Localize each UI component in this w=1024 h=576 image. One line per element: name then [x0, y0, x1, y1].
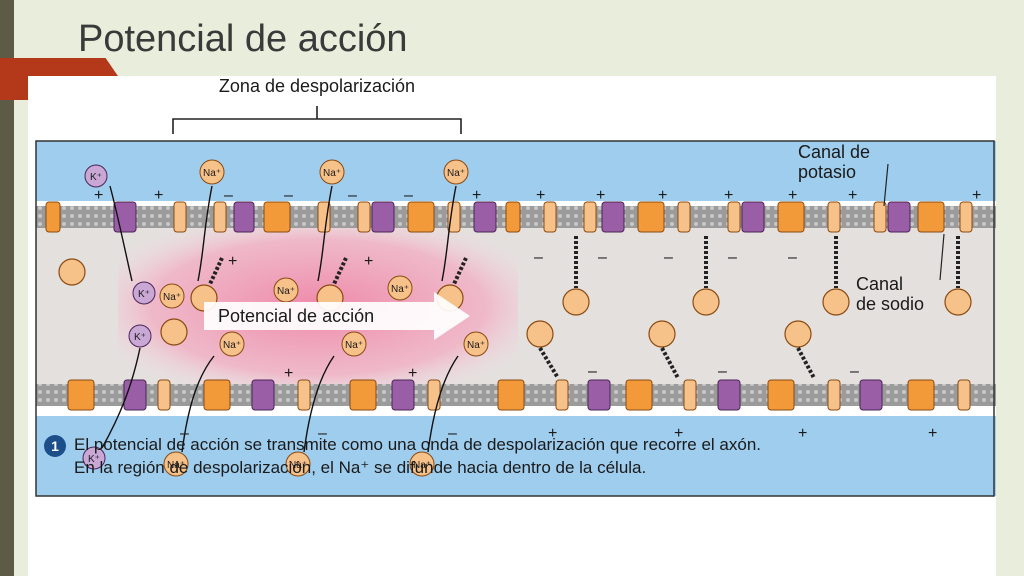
slide-left-bar — [0, 0, 14, 576]
diagram-frame — [35, 140, 995, 497]
charge-top-5: – — [348, 187, 357, 204]
ion-k-3: K⁺ — [134, 332, 146, 343]
zone-label: Zona de despolarización — [219, 76, 415, 96]
charge-in-5: – — [788, 249, 797, 266]
charge-top-7: + — [472, 187, 481, 204]
caption-text-1: El potencial de acción se transmite como… — [74, 435, 762, 454]
ion-k-2: K⁺ — [138, 289, 150, 300]
charge-top-2: + — [154, 187, 163, 204]
charge-top-4: – — [284, 187, 293, 204]
channels-top — [45, 201, 973, 233]
charge-in-3: – — [664, 249, 673, 266]
ion-na-11: Na⁺ — [289, 460, 307, 471]
ion-na-7: Na⁺ — [223, 340, 241, 351]
charge-top-9: + — [596, 187, 605, 204]
charge-top-8: + — [536, 187, 545, 204]
potassium-channel-label-line2: potasio — [798, 162, 856, 182]
charge-in-1: – — [534, 249, 543, 266]
charge-top-12: + — [788, 187, 797, 204]
ion-na-6: Na⁺ — [391, 284, 409, 295]
charge-in-12: + — [408, 365, 417, 382]
charge-bottom-5: + — [674, 425, 683, 442]
charge-bottom-2: – — [318, 425, 327, 442]
axon-diagram: Zona de despolarización — [35, 76, 996, 497]
charge-bottom-3: – — [448, 425, 457, 442]
extracellular-top — [36, 141, 996, 201]
charge-bottom-1: – — [180, 425, 189, 442]
zone-bracket — [172, 106, 462, 134]
charge-in-10: – — [850, 363, 859, 380]
charge-top-10: + — [658, 187, 667, 204]
figure-caption: 1 El potencial de acción se transmite com… — [44, 434, 954, 479]
charge-top-11: + — [724, 187, 733, 204]
charge-in-11: + — [284, 365, 293, 382]
charge-top-1: + — [94, 187, 103, 204]
ion-na-12: Na⁺ — [413, 460, 431, 471]
gate-chains — [208, 236, 960, 380]
sodium-channel-label-line2: de sodio — [856, 294, 924, 314]
caption-step-badge: 1 — [44, 434, 66, 457]
caption-line-1: 1 El potencial de acción se transmite com… — [44, 434, 954, 457]
channels-bottom — [67, 379, 971, 411]
action-potential-arrow — [204, 292, 470, 340]
potassium-channel-label-line1: Canal de — [798, 142, 870, 162]
ion-na-9: Na⁺ — [467, 340, 485, 351]
ion-k-4: K⁺ — [88, 454, 100, 465]
potassium-channel-pointer — [883, 163, 889, 207]
charge-in-8: – — [588, 363, 597, 380]
sodium-channel-label-line1: Canal — [856, 274, 903, 294]
charge-in-6: + — [228, 253, 237, 270]
sodium-channel-pointer — [939, 233, 945, 281]
ion-na-1: Na⁺ — [203, 168, 221, 179]
charge-in-9: – — [718, 363, 727, 380]
charge-bottom-4: + — [548, 425, 557, 442]
charge-bottom-7: + — [928, 425, 937, 442]
action-potential-figure: Zona de despolarización — [28, 76, 996, 576]
caption-line-2: En la región de despolarización, el Na⁺ … — [74, 457, 647, 477]
charge-top-3: – — [224, 187, 233, 204]
charge-in-4: – — [728, 249, 737, 266]
ion-na-3: Na⁺ — [447, 168, 465, 179]
ion-na-4: Na⁺ — [163, 292, 181, 303]
ion-na-2: Na⁺ — [323, 168, 341, 179]
slide-title: Potencial de acción — [78, 18, 408, 60]
ion-k-1: K⁺ — [90, 172, 102, 183]
charge-top-6: – — [404, 187, 413, 204]
extracellular-bottom — [36, 416, 996, 496]
charge-in-2: – — [598, 249, 607, 266]
membrane-charges: + + – – – – + + + + + + + + – – – – – + … — [94, 187, 981, 442]
ion-flow-arrows — [101, 185, 459, 453]
charge-top-14: + — [972, 187, 981, 204]
ion-na-8: Na⁺ — [345, 340, 363, 351]
charge-bottom-6: + — [798, 425, 807, 442]
ion-na-10: Na⁺ — [167, 460, 185, 471]
ion-na-5: Na⁺ — [277, 286, 295, 297]
ions: K⁺ K⁺ K⁺ K⁺ Na⁺ Na⁺ Na⁺ Na⁺ Na⁺ Na⁺ Na⁺ … — [82, 159, 489, 477]
charge-in-7: + — [364, 253, 373, 270]
action-potential-arrow-label: Potencial de acción — [218, 306, 374, 326]
charge-top-13: + — [848, 187, 857, 204]
